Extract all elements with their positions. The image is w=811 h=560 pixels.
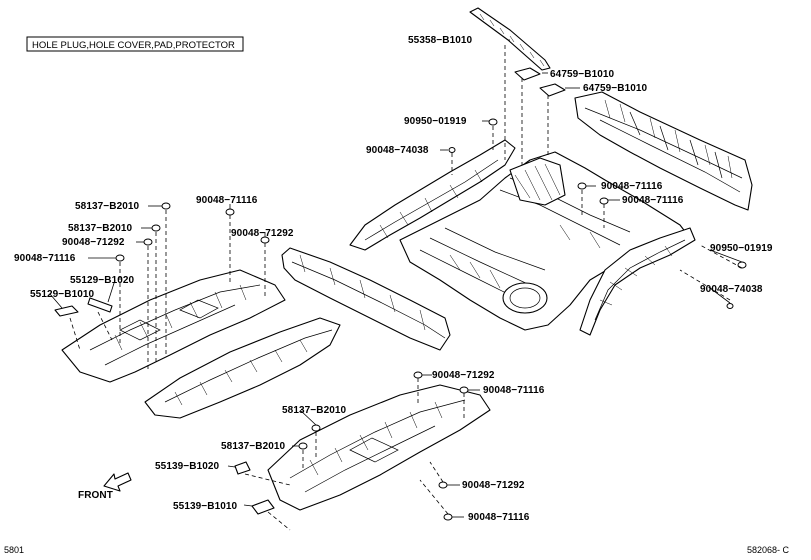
callout-labels: 55358−B1010 64759−B1010 64759−B1010 9095… xyxy=(14,35,773,523)
callout-58137-b2010-b: 58137−B2010 xyxy=(68,223,133,234)
front-floor-pan-left xyxy=(61,269,286,383)
pad-64759-a xyxy=(514,67,541,81)
protector-55129-b1010 xyxy=(54,305,79,317)
front-indicator: FRONT xyxy=(78,472,132,501)
weatherstrip-55358 xyxy=(469,7,551,71)
callout-64759-b1010-b: 64759−B1010 xyxy=(583,83,648,94)
callout-90048-74038-a: 90048−74038 xyxy=(366,145,429,156)
front-label: FRONT xyxy=(78,490,113,501)
callout-90048-74038-b: 90048−74038 xyxy=(700,284,763,295)
leader-lines xyxy=(49,39,743,531)
callout-90048-71116-l: 90048−71116 xyxy=(14,253,76,264)
callout-90048-71116-b: 90048−71116 xyxy=(468,512,530,523)
callout-58137-b2010-m: 58137−B2010 xyxy=(282,405,347,416)
rear-panel xyxy=(574,91,753,211)
callout-90048-71116-c: 90048−71116 xyxy=(196,195,258,206)
callout-90048-71116-r2: 90048−71116 xyxy=(622,195,684,206)
callout-58137-b2010-n: 58137−B2010 xyxy=(221,441,286,452)
footer-left-code: 5801 xyxy=(4,545,24,555)
rear-side-member-left xyxy=(349,139,516,251)
callout-58137-b2010-a: 58137−B2010 xyxy=(75,201,140,212)
callout-90048-71292-a: 90048−71292 xyxy=(62,237,125,248)
callout-90048-71292-c: 90048−71292 xyxy=(231,228,294,239)
callout-90950-01919-a: 90950−01919 xyxy=(404,116,467,127)
callout-90048-71116-r1: 90048−71116 xyxy=(601,181,663,192)
callout-55129-b1010: 55129−B1010 xyxy=(30,289,95,300)
protector-55139-b1010 xyxy=(251,499,275,515)
callout-55358-b1010: 55358−B1010 xyxy=(408,35,473,46)
pad-64759-b xyxy=(539,83,566,97)
protector-55139-b1020 xyxy=(234,461,251,475)
footer-right-code: 582068- C xyxy=(747,545,790,555)
protector-55129-b1020 xyxy=(87,297,113,313)
callout-55129-b1020: 55129−B1020 xyxy=(70,275,135,286)
callout-90950-01919-b: 90950−01919 xyxy=(710,243,773,254)
floor-tunnel xyxy=(144,317,341,419)
callout-64759-b1010-a: 64759−B1010 xyxy=(550,69,615,80)
title-box: HOLE PLUG,HOLE COVER,PAD,PROTECTOR xyxy=(26,36,244,52)
callout-90048-71292-b: 90048−71292 xyxy=(462,480,525,491)
callout-90048-71116-m: 90048−71116 xyxy=(483,385,545,396)
arrow-icon xyxy=(103,472,132,492)
rear-side-member-right xyxy=(579,227,696,336)
callout-55139-b1010: 55139−B1010 xyxy=(173,501,238,512)
center-cross-member xyxy=(281,247,451,351)
rear-floor-pan xyxy=(399,151,691,331)
title-text: HOLE PLUG,HOLE COVER,PAD,PROTECTOR xyxy=(32,40,235,51)
callout-55139-b1020: 55139−B1020 xyxy=(155,461,220,472)
front-floor-pan-right xyxy=(267,384,491,511)
callout-90048-71292-m: 90048−71292 xyxy=(432,370,495,381)
